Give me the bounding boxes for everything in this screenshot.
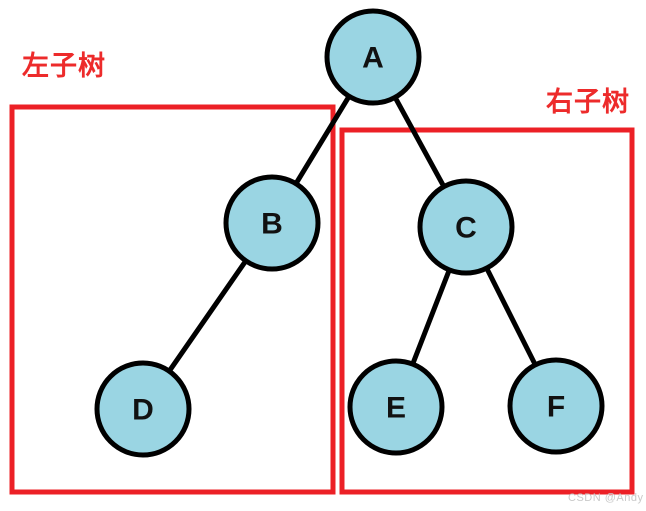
node-circle-C <box>417 178 515 276</box>
tree-edge-A-B <box>292 92 353 188</box>
tree-edge-B-D <box>165 256 250 376</box>
region-box-right-subtree <box>339 127 635 495</box>
tree-node-E[interactable]: E <box>347 358 445 456</box>
region-label-right-subtree: 右子树 <box>546 87 630 117</box>
node-label-F: F <box>547 391 565 424</box>
tree-edge-C-E <box>409 265 453 369</box>
node-circle-B <box>223 174 321 272</box>
tree-edge-A-C <box>391 93 448 191</box>
node-circle-E <box>347 358 445 456</box>
tree-node-A[interactable]: A <box>324 8 422 106</box>
tree-node-D[interactable]: D <box>94 360 192 458</box>
node-label-B: B <box>261 208 283 241</box>
tree-node-B[interactable]: B <box>223 174 321 272</box>
node-circle-A <box>324 8 422 106</box>
node-label-E: E <box>386 392 406 425</box>
tree-node-F[interactable]: F <box>507 357 605 455</box>
watermark-text: CSDN @Andy <box>568 492 644 504</box>
node-circle-F <box>507 357 605 455</box>
tree-node-C[interactable]: C <box>417 178 515 276</box>
node-label-C: C <box>455 212 477 245</box>
subtree-region-boxes <box>9 104 635 495</box>
region-label-left-subtree: 左子树 <box>22 51 106 81</box>
tree-edge-C-F <box>483 263 539 370</box>
region-box-left-subtree <box>9 104 336 495</box>
tree-node-layer: A B C D E F <box>94 8 605 458</box>
node-label-A: A <box>362 42 384 75</box>
tree-edge-layer <box>165 92 539 376</box>
node-circle-D <box>94 360 192 458</box>
node-label-D: D <box>132 394 154 427</box>
